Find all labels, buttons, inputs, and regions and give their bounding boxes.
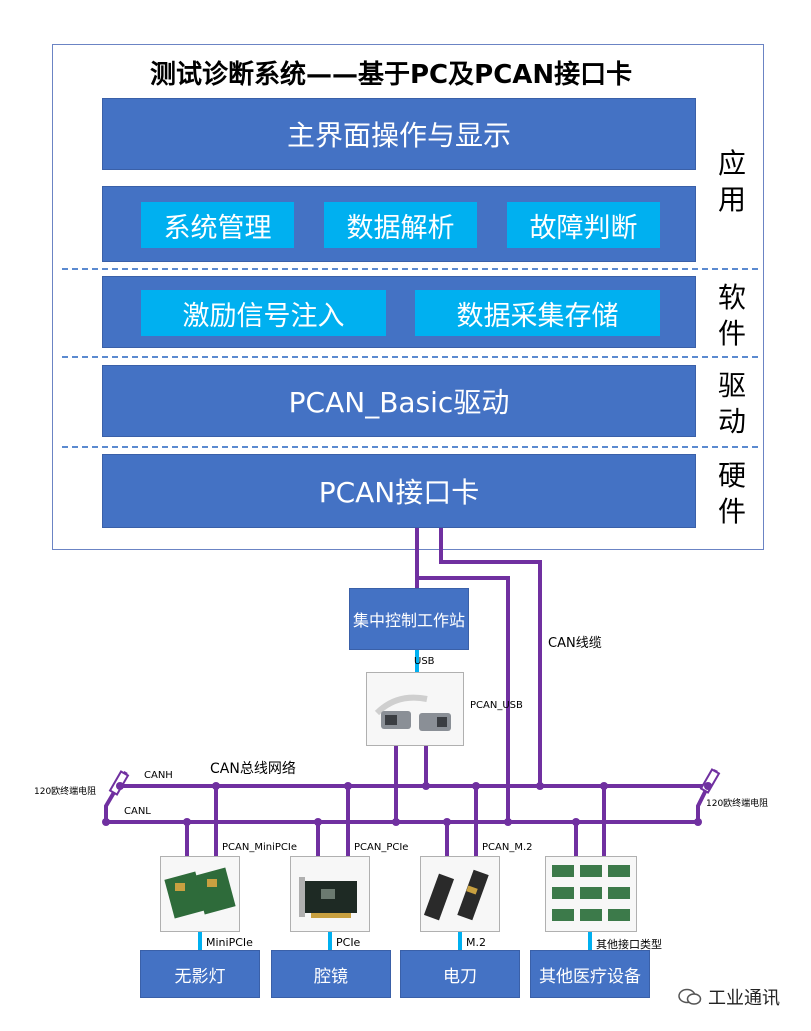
main-ui-layer: 主界面操作与显示 (102, 98, 696, 170)
device-electrosurgical: 电刀 (400, 950, 520, 998)
dot-pcie-l (314, 818, 322, 826)
watermark-text: 工业通讯 (708, 988, 780, 1009)
system-management-box: 系统管理 (141, 202, 294, 248)
device-endoscope: 腔镜 (271, 950, 391, 998)
pcan-usb-label: PCAN_USB (470, 700, 523, 711)
usb-label: USB (414, 656, 435, 667)
device-other-medical: 其他医疗设备 (530, 950, 650, 998)
separator-3 (62, 446, 758, 448)
pcan-usb-icon (374, 694, 451, 731)
dot-pcie-r (344, 782, 352, 790)
can-bus-label: CAN总线网络 (210, 761, 296, 777)
workstation-box: 集中控制工作站 (349, 588, 469, 650)
main-ui-label: 主界面操作与显示 (286, 119, 511, 152)
data-parsing-box: 数据解析 (324, 202, 477, 248)
pcan-minipcie-label: PCAN_MiniPCIe (222, 842, 297, 853)
dot-cable-b (536, 782, 544, 790)
pcie-card-image (290, 856, 370, 932)
side-label-app-1: 应 (717, 147, 746, 180)
cable-a (415, 528, 510, 822)
canl-label: CANL (124, 806, 151, 817)
fault-judgment-box: 故障判断 (507, 202, 660, 248)
dot-cable-a (504, 818, 512, 826)
dot-mini-l (183, 818, 191, 826)
watermark: 工业通讯 (678, 984, 780, 1010)
minipcie-card-icon (164, 867, 236, 919)
side-label-app-2: 用 (717, 183, 746, 216)
side-label-software-1: 软 (717, 281, 746, 314)
hardware-label: PCAN接口卡 (318, 476, 480, 509)
other-interfaces-icon (552, 865, 630, 921)
dot-mini-r (212, 782, 220, 790)
pcan-pcie-label: PCAN_PCIe (354, 842, 409, 853)
hardware-layer: PCAN接口卡 (102, 454, 696, 528)
dot-canh-right (704, 782, 712, 790)
driver-layer: PCAN_Basic驱动 (102, 365, 696, 437)
side-label-driver-1: 驱 (717, 369, 746, 402)
terminator-right-label: 120欧终端电阻 (706, 799, 769, 809)
dot-m2-l (443, 818, 451, 826)
dot-usb-r (422, 782, 430, 790)
side-label-software: 软 件 (712, 280, 752, 352)
diagram-title: 测试诊断系统——基于PC及PCAN接口卡 (150, 60, 633, 90)
pcie-interface-label: PCIe (336, 936, 361, 949)
canh-label: CANH (144, 770, 173, 781)
side-label-hardware: 硬 件 (712, 458, 752, 530)
side-label-driver: 驱 动 (712, 368, 752, 440)
wechat-icon (678, 988, 702, 1005)
dot-canh-left (116, 782, 124, 790)
other-interface-label: 其他接口类型 (596, 938, 662, 951)
dot-canl-right (694, 818, 702, 826)
side-label-software-2: 件 (717, 317, 746, 350)
dot-other-r (600, 782, 608, 790)
separator-1 (62, 268, 758, 270)
pcan-m2-label: PCAN_M.2 (482, 842, 533, 853)
minipcie-interface-label: MiniPCIe (206, 936, 253, 949)
signal-injection-box: 激励信号注入 (141, 290, 386, 336)
dot-other-l (572, 818, 580, 826)
side-label-driver-2: 动 (717, 405, 746, 438)
terminator-left-label: 120欧终端电阻 (34, 787, 97, 797)
m2-card-image (420, 856, 500, 932)
m2-interface-label: M.2 (466, 936, 486, 949)
dot-m2-r (472, 782, 480, 790)
side-label-hardware-2: 件 (717, 495, 746, 528)
dot-usb-l (392, 818, 400, 826)
device-surgical-light: 无影灯 (140, 950, 260, 998)
separator-2 (62, 356, 758, 358)
pcie-card-icon (299, 877, 357, 918)
system-frame (52, 44, 764, 550)
driver-label: PCAN_Basic驱动 (288, 386, 510, 419)
side-label-app: 应 用 (712, 146, 752, 218)
cable-b (439, 528, 542, 786)
dot-canl-left (102, 818, 110, 826)
other-interfaces-image (545, 856, 637, 932)
minipcie-card-image (160, 856, 240, 932)
side-label-hardware-1: 硬 (717, 459, 746, 492)
m2-card-icon (423, 869, 489, 921)
pcan-usb-image (366, 672, 464, 746)
data-acquisition-box: 数据采集存储 (415, 290, 660, 336)
can-cable-label: CAN线缆 (548, 636, 602, 651)
